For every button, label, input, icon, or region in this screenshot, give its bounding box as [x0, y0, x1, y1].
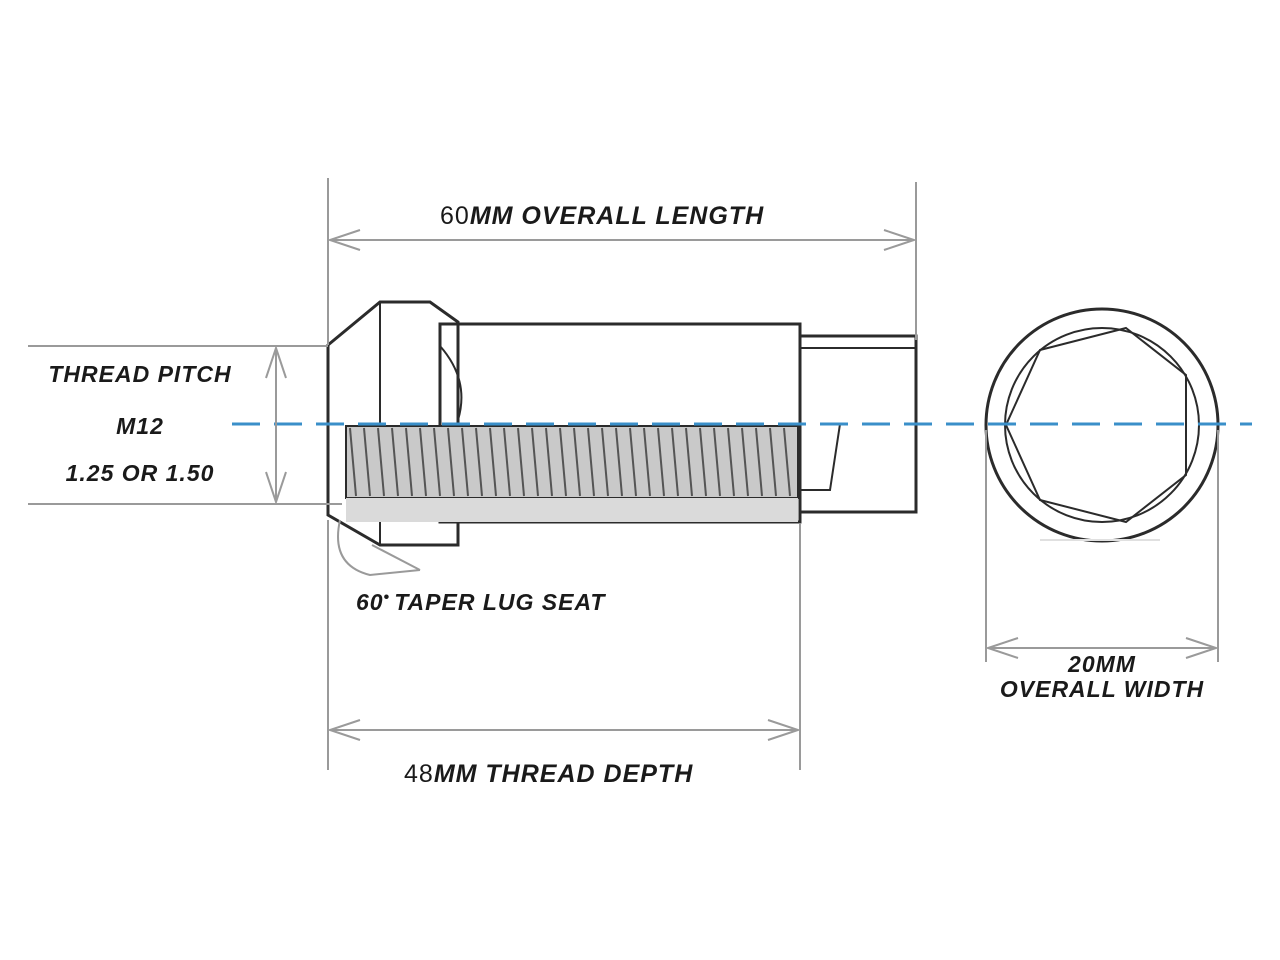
thread-pitch-title: THREAD PITCH — [48, 361, 231, 387]
overall-width-text: OVERALL WIDTH — [1000, 676, 1204, 702]
thread-tooth — [349, 427, 357, 497]
thread-tooth — [685, 427, 693, 497]
thread-tooth — [419, 427, 427, 497]
overall-length-label: 60MM OVERALL LENGTH — [440, 202, 764, 230]
thread-depth-arrow-left — [326, 719, 361, 741]
thread-tooth — [601, 427, 609, 497]
overall-width-arrow-left — [984, 637, 1019, 659]
taper-seat-text: TAPER LUG SEAT — [394, 589, 606, 615]
thread-tooth — [727, 427, 735, 497]
overall-width-value: 20MM — [1067, 651, 1136, 677]
thread-tooth — [503, 427, 511, 497]
thread-depth-arrow-right — [767, 719, 802, 741]
thread-tooth — [755, 427, 763, 497]
overall-width-arrow-right — [1185, 637, 1220, 659]
hex-extension-outline — [798, 334, 918, 514]
taper-seat-label: 60•TAPER LUG SEAT — [356, 589, 606, 615]
thread-section — [345, 425, 799, 522]
degree-symbol: • — [384, 589, 391, 606]
overall-length-value: 60 — [440, 202, 470, 230]
thread-tooth — [587, 427, 595, 497]
overall-length-text: MM OVERALL LENGTH — [470, 202, 764, 230]
taper-angle-arc — [337, 519, 421, 577]
taper-angle-line — [371, 544, 421, 571]
overall-length-arrow-left — [326, 229, 361, 251]
thread-tooth — [447, 427, 455, 497]
thread-teeth — [349, 427, 791, 497]
thread-tooth — [643, 427, 651, 497]
thread-tooth — [377, 427, 385, 497]
thread-size-label: M12 — [116, 413, 164, 439]
dimension-lines — [28, 178, 1220, 770]
thread-tooth — [517, 427, 525, 497]
thread-tooth — [545, 427, 553, 497]
thread-tooth — [433, 427, 441, 497]
thread-tooth — [489, 427, 497, 497]
thread-tooth — [629, 427, 637, 497]
thread-tooth — [769, 427, 777, 497]
thread-tooth — [363, 427, 371, 497]
thread-tooth — [391, 427, 399, 497]
thread-tooth — [699, 427, 707, 497]
thread-root-band — [346, 498, 798, 522]
thread-tooth — [531, 427, 539, 497]
thread-tooth — [713, 427, 721, 497]
thread-depth-label: 48MM THREAD DEPTH — [404, 760, 693, 788]
thread-tooth — [475, 427, 483, 497]
thread-depth-text: MM THREAD DEPTH — [434, 760, 693, 788]
thread-tooth — [615, 427, 623, 497]
thread-pitch-arrow-bottom — [265, 471, 287, 506]
thread-tooth — [461, 427, 469, 497]
thread-pitch-arrow-top — [265, 344, 287, 379]
thread-tooth — [657, 427, 665, 497]
thread-tooth — [783, 427, 791, 497]
thread-tooth — [671, 427, 679, 497]
taper-seat-value: 60 — [356, 589, 384, 615]
thread-depth-value: 48 — [404, 760, 434, 788]
overall-length-arrow-right — [883, 229, 918, 251]
thread-pitch-values: 1.25 OR 1.50 — [66, 460, 215, 486]
thread-tooth — [573, 427, 581, 497]
taper-seat-outline — [326, 300, 460, 547]
thread-tooth — [741, 427, 749, 497]
thread-tooth — [405, 427, 413, 497]
thread-tooth — [559, 427, 567, 497]
hex-socket-outline — [1004, 326, 1187, 524]
